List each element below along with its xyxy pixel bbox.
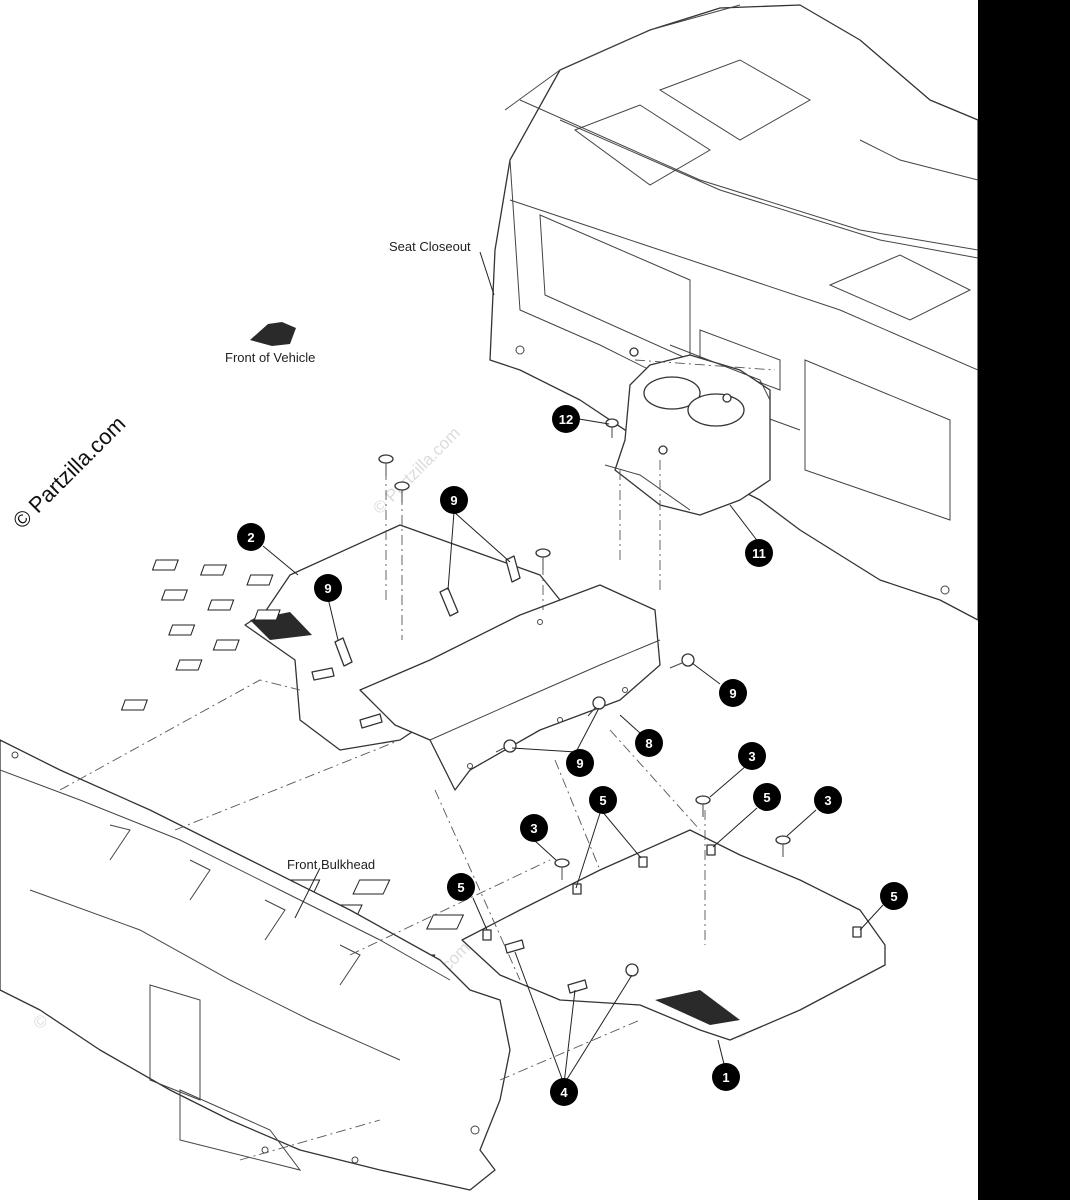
callout-badge: 12 [552, 405, 580, 433]
callout-number: 8 [645, 736, 652, 751]
bolt-icon [567, 979, 588, 994]
callout-number: 3 [530, 821, 537, 836]
floor-vent-slots [120, 559, 281, 711]
bolt-icon [334, 637, 353, 667]
seat-closeout-part [489, 4, 978, 621]
clip-icon [852, 926, 862, 938]
callout-number: 11 [752, 546, 766, 561]
callout-number: 9 [324, 581, 331, 596]
callout-badge: 8 [635, 729, 663, 757]
fasteners [311, 418, 862, 994]
callout-number: 9 [729, 686, 736, 701]
callout-number: 2 [247, 530, 254, 545]
callout-number: 3 [824, 793, 831, 808]
right-side-bar [978, 0, 1070, 1200]
bolt-icon [669, 653, 695, 669]
callout-badge: 3 [814, 786, 842, 814]
callout-badge: 3 [738, 742, 766, 770]
bolt-icon [625, 963, 639, 977]
exploded-parts-diagram: © Partzilla.com © Partzilla.com © Partzi… [0, 4, 978, 1191]
bolt-icon [359, 713, 383, 729]
clip-icon [706, 844, 716, 856]
seat-closeout-label: Seat Closeout [389, 239, 471, 254]
callout-number: 9 [450, 493, 457, 508]
screw-icon [554, 858, 570, 880]
callout-badge: 5 [880, 882, 908, 910]
callout-badge: 3 [520, 814, 548, 842]
front-of-vehicle-label: Front of Vehicle [225, 350, 315, 365]
callout-number: 12 [559, 412, 573, 427]
bolt-icon [311, 667, 335, 681]
callout-number: 5 [599, 793, 606, 808]
bolt-icon [504, 939, 525, 954]
callout-badge: 5 [447, 873, 475, 901]
screw-icon [535, 548, 551, 570]
callout-number: 5 [457, 880, 464, 895]
front-bulkhead-label: Front Bulkhead [287, 857, 375, 872]
front-direction-arrow-icon [250, 322, 296, 346]
clip-icon [638, 856, 648, 868]
tunnel-cover-part [359, 584, 661, 791]
copyright-text: © Partzilla.com [8, 411, 131, 534]
leader-lines [262, 251, 884, 1085]
callout-number: 9 [576, 756, 583, 771]
callout-badge: 11 [745, 539, 773, 567]
callout-badge: 4 [550, 1078, 578, 1106]
callout-badge: 5 [753, 783, 781, 811]
callout-badge: 9 [440, 486, 468, 514]
bolt-icon [439, 587, 459, 617]
screw-icon [378, 454, 394, 476]
callout-badge: 2 [237, 523, 265, 551]
screw-icon [695, 795, 711, 817]
screw-icon [605, 418, 619, 438]
bolt-icon [495, 739, 517, 753]
callout-badge: 9 [719, 679, 747, 707]
clip-icon [482, 929, 492, 941]
bolt-icon [505, 555, 521, 583]
callout-badges: 1 2 3 3 3 4 5 5 5 5 8 9 9 9 9 11 12 [237, 405, 908, 1106]
screw-icon [775, 835, 791, 857]
callout-badge: 9 [566, 749, 594, 777]
front-bulkhead-part [0, 739, 511, 1191]
callout-number: 5 [890, 889, 897, 904]
callout-number: 1 [722, 1070, 729, 1085]
callout-badge: 9 [314, 574, 342, 602]
callout-badge: 5 [589, 786, 617, 814]
screw-icon [394, 481, 410, 503]
callout-number: 3 [748, 749, 755, 764]
assembly-lines [59, 359, 776, 1161]
callout-badge: 1 [712, 1063, 740, 1091]
callout-number: 5 [763, 790, 770, 805]
callout-number: 4 [560, 1085, 568, 1100]
cupholder-part [604, 344, 771, 516]
